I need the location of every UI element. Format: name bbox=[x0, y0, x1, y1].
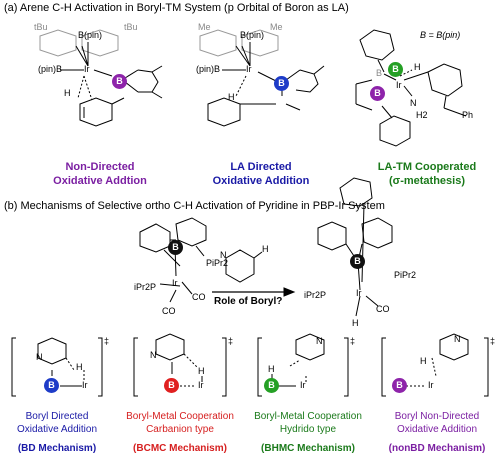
panel-4-boron-atom: B bbox=[392, 378, 407, 393]
mechanism-2-line2: Carbanion type bbox=[146, 424, 214, 435]
panel-2-boron-atom: B bbox=[164, 378, 179, 393]
mechanism-panels bbox=[11, 333, 489, 397]
mechanism-3-line1: Boryl-Metal Cooperation bbox=[254, 411, 362, 422]
panel-1-boron-atom: B bbox=[44, 378, 59, 393]
structure-1-caption-line2: Oxidative Addtion bbox=[53, 175, 147, 187]
boron-atom: B bbox=[350, 254, 365, 269]
boron-atom: B bbox=[274, 76, 289, 91]
section-b-header: (b) Mechanisms of Selective ortho C-H Ac… bbox=[4, 200, 385, 212]
structure-3-bonds bbox=[355, 29, 467, 147]
mechanism-caption-2: Boryl-Metal Cooperation Carbanion type (… bbox=[114, 410, 246, 455]
hydrogen-label: H bbox=[414, 62, 421, 72]
mechanism-3-line2: Hydrido type bbox=[279, 424, 337, 435]
tbu-label-right: tBu bbox=[124, 22, 138, 32]
panel-1-ir-label: Ir bbox=[82, 380, 88, 390]
panel-2-n-label: N bbox=[150, 350, 157, 360]
b-definition: B = B(pin) bbox=[420, 30, 461, 40]
co-label-1: CO bbox=[192, 292, 206, 302]
role-of-boryl-question: Role of Boryl? bbox=[214, 296, 283, 307]
panel-3-boron-atom: B bbox=[264, 378, 279, 393]
iridium-label: Ir bbox=[356, 288, 362, 298]
structure-1-caption-line1: Non-Directed bbox=[65, 161, 135, 173]
mechanism-caption-1: Boryl Directed Oxidative Addition (BD Me… bbox=[0, 410, 114, 455]
panel-3-n-label: N bbox=[316, 336, 323, 346]
structure-3-caption-line1: LA-TM Cooperated bbox=[377, 161, 477, 173]
boron-atom-purple: B bbox=[370, 86, 385, 101]
panel-4-ir-label: Ir bbox=[428, 380, 434, 390]
panel-4-h-label: H bbox=[420, 356, 427, 366]
structure-3-caption-line2: (σ-metathesis) bbox=[389, 175, 465, 187]
co-label-2: CO bbox=[162, 306, 176, 316]
pyridine-n-label: N bbox=[220, 250, 227, 260]
section-a-header: (a) Arene C-H Activation in Boryl-TM Sys… bbox=[4, 2, 349, 14]
nitrogen-label: N bbox=[410, 98, 417, 108]
panel-2-h-label: H bbox=[198, 366, 205, 376]
panel-2-ir-label: Ir bbox=[198, 380, 204, 390]
panel-4-n-label: N bbox=[454, 334, 461, 344]
b-label: B bbox=[376, 68, 383, 78]
pipr2-label: PiPr2 bbox=[206, 258, 229, 268]
ipr2p-label: iPr2P bbox=[304, 290, 327, 300]
iridium-label: Ir bbox=[246, 64, 252, 74]
boron-atom: B bbox=[112, 74, 127, 89]
panel-1-n-label: N bbox=[36, 352, 43, 362]
phenyl-label: Ph bbox=[462, 110, 474, 120]
bpin-top-label: B(pin) bbox=[78, 30, 103, 40]
iridium-label: Ir bbox=[396, 80, 402, 90]
mechanism-2-short: (BCMC Mechanism) bbox=[133, 443, 227, 454]
co-label: CO bbox=[376, 304, 390, 314]
iridium-label: Ir bbox=[172, 278, 178, 288]
mechanism-1-line2: Oxidative Addition bbox=[16, 424, 98, 435]
ipr2p-label: iPr2P bbox=[134, 282, 157, 292]
tbu-label-left: tBu bbox=[34, 22, 48, 32]
panel-3-h-label: H bbox=[268, 364, 275, 374]
pyridine-h-label: H bbox=[262, 244, 269, 254]
me-label-right: Me bbox=[270, 22, 283, 32]
panel-3-ir-label: Ir bbox=[300, 380, 306, 390]
bpin-left-label: (pin)B bbox=[196, 64, 221, 74]
hydrogen-label: H bbox=[228, 92, 235, 102]
structure-3-caption: LA-TM Cooperated (σ-metathesis) bbox=[362, 160, 492, 188]
boron-atom-green: B bbox=[388, 62, 403, 77]
structure-2-caption-line1: LA Directed bbox=[230, 161, 292, 173]
mechanism-1-short: (BD Mechanism) bbox=[17, 443, 97, 454]
panel-1-dagger: ‡ bbox=[104, 336, 110, 346]
hydride-label: H bbox=[352, 318, 359, 328]
mechanism-caption-4: Boryl Non-Directed Oxidative Addition (n… bbox=[376, 410, 498, 455]
mechanism-4-line2: Oxidative Addition bbox=[396, 424, 478, 435]
structure-2-caption: LA Directed Oxidative Addition bbox=[196, 160, 326, 188]
mechanism-4-short: (nonBD Mechanism) bbox=[388, 443, 486, 454]
mechanism-3-short: (BHMC Mechanism) bbox=[261, 443, 355, 454]
panel-1-h-label: H bbox=[76, 362, 83, 372]
panel-3-dagger: ‡ bbox=[350, 336, 356, 346]
pipr2-label: PiPr2 bbox=[394, 270, 417, 280]
structure-1-bonds bbox=[39, 29, 163, 127]
mechanism-1-line1: Boryl Directed bbox=[25, 411, 89, 422]
h2-label: H2 bbox=[416, 110, 428, 120]
hydrogen-label: H bbox=[64, 88, 71, 98]
boron-atom: B bbox=[168, 240, 183, 255]
mechanism-caption-3: Boryl-Metal Cooperation Hydrido type (BH… bbox=[242, 410, 374, 455]
panel-2-dagger: ‡ bbox=[228, 336, 234, 346]
structure-2-bonds bbox=[199, 29, 325, 127]
iridium-label: Ir bbox=[84, 64, 90, 74]
structure-2-caption-line2: Oxidative Addition bbox=[212, 175, 310, 187]
mechanism-2-line1: Boryl-Metal Cooperation bbox=[126, 411, 234, 422]
panel-4-dagger: ‡ bbox=[490, 336, 496, 346]
bpin-top-label: B(pin) bbox=[240, 30, 265, 40]
mechanism-4-line1: Boryl Non-Directed bbox=[394, 411, 480, 422]
structure-1-caption: Non-Directed Oxidative Addtion bbox=[40, 160, 160, 188]
me-label-left: Me bbox=[198, 22, 211, 32]
bpin-left-label: (pin)B bbox=[38, 64, 63, 74]
